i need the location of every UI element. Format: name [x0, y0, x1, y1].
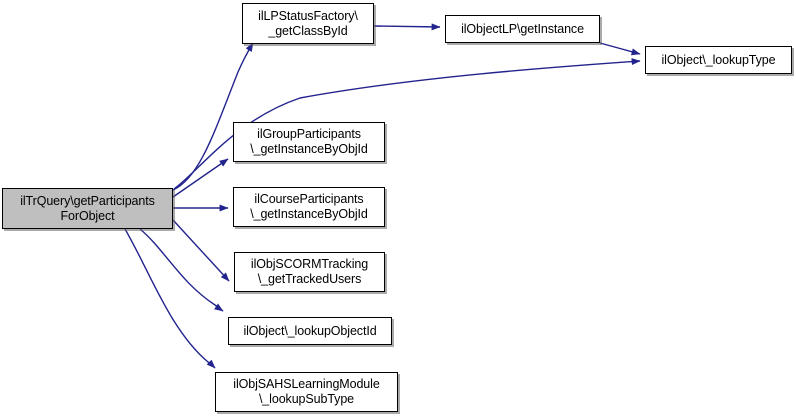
- graph-node-label-lookuptype: ilObject\_lookupType: [661, 52, 776, 67]
- call-edge-root-to-sahslearningmodule: [124, 228, 216, 369]
- graph-node-label-objectlp: ilObjectLP\getInstance: [461, 21, 584, 36]
- call-edge-root-to-lookuptype: [173, 58, 641, 190]
- graph-node-root[interactable]: ilTrQuery\getParticipants ForObject: [2, 188, 173, 229]
- graph-node-groupparticipants[interactable]: ilGroupParticipants \_getInstanceByObjId: [233, 122, 385, 162]
- graph-node-label-courseparticipants: ilCourseParticipants \_getInstanceByObjI…: [250, 192, 368, 221]
- graph-node-label-lpstatusfactory: ilLPStatusFactory\ _getClassById: [258, 8, 358, 38]
- graph-node-sahslearningmodule[interactable]: ilObjSAHSLearningModule \_lookupSubType: [215, 372, 398, 412]
- graph-node-label-root: ilTrQuery\getParticipants ForObject: [20, 193, 155, 223]
- call-edge-root-to-scormtracking: [172, 219, 230, 282]
- call-edge-objectlp-to-lookuptype: [599, 42, 641, 56]
- graph-node-courseparticipants[interactable]: ilCourseParticipants \_getInstanceByObjI…: [233, 187, 385, 227]
- graph-node-label-sahslearningmodule: ilObjSAHSLearningModule \_lookupSubType: [233, 377, 380, 406]
- graph-node-lookupobjectid[interactable]: ilObject\_lookupObjectId: [228, 317, 392, 345]
- call-edge-root-to-lpstatusfactory: [172, 42, 254, 191]
- call-edge-root-to-lookupobjectid: [139, 228, 224, 312]
- graph-node-scormtracking[interactable]: ilObjSCORMTracking \_getTrackedUsers: [234, 252, 385, 292]
- graph-node-lpstatusfactory[interactable]: ilLPStatusFactory\ _getClassById: [242, 3, 374, 44]
- graph-node-lookuptype[interactable]: ilObject\_lookupType: [645, 46, 792, 74]
- graph-node-label-scormtracking: ilObjSCORMTracking \_getTrackedUsers: [250, 257, 369, 286]
- call-edge-lpstatusfactory-to-objectlp: [373, 23, 441, 31]
- call-edge-root-to-groupparticipants: [172, 158, 229, 198]
- graph-node-objectlp[interactable]: ilObjectLP\getInstance: [445, 15, 600, 43]
- graph-node-label-lookupobjectid: ilObject\_lookupObjectId: [243, 323, 377, 338]
- graph-node-label-groupparticipants: ilGroupParticipants \_getInstanceByObjId: [250, 127, 368, 156]
